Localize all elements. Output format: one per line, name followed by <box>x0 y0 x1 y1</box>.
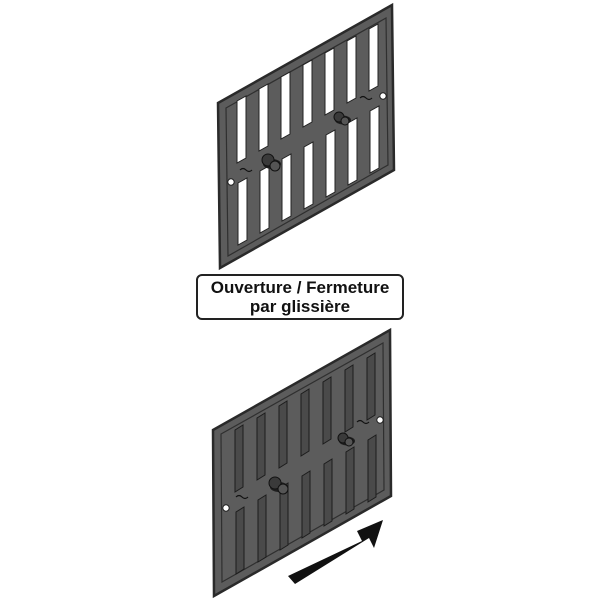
bottom-vent-grille <box>211 327 393 599</box>
bottom-vent-upper-slots <box>234 352 376 493</box>
top-vent-slider-knob-right[interactable] <box>333 111 351 126</box>
bottom-vent-brand-mark <box>356 419 370 425</box>
top-vent-upper-slots <box>236 23 379 164</box>
bottom-vent-logo-mark <box>235 494 249 500</box>
bottom-vent-inner-border <box>220 341 385 584</box>
bottom-vent-lower-slots <box>235 434 377 575</box>
slide-direction-arrow-icon <box>288 520 383 584</box>
top-vent-slider-knob-left[interactable] <box>261 153 281 172</box>
top-vent-grille <box>216 2 396 271</box>
caption-line-2: par glissière <box>249 297 351 316</box>
bottom-vent-screw-left <box>222 504 230 512</box>
top-vent-screw-left <box>227 178 235 186</box>
caption-line-1: Ouverture / Fermeture <box>210 278 390 297</box>
bottom-vent-screw-right <box>376 416 384 424</box>
bottom-vent-slider-knob-left[interactable] <box>268 476 289 495</box>
top-vent-brand-mark <box>359 95 373 101</box>
bottom-vent-slider-knob-right[interactable] <box>337 432 355 447</box>
top-vent-lower-slots <box>237 105 380 246</box>
top-vent-logo-mark <box>239 167 253 173</box>
caption-box: Ouverture / Fermeture par glissière <box>196 274 404 320</box>
top-vent-inner-border <box>225 16 389 258</box>
top-vent-screw-right <box>379 92 387 100</box>
